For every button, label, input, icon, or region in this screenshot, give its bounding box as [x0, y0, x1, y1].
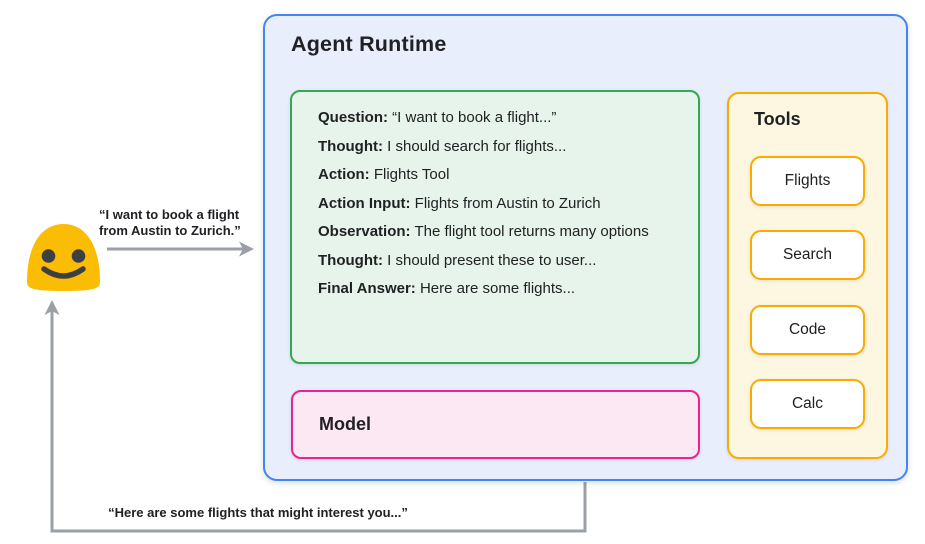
scratchpad-line: Thought: I should search for flights... — [318, 133, 680, 162]
scratchpad-line-label: Final Answer: — [318, 280, 416, 297]
scratchpad-line: Action: Flights Tool — [318, 161, 680, 190]
scratchpad-line: Final Answer: Here are some flights... — [318, 275, 680, 304]
user-request-line2: from Austin to Zurich.” — [99, 223, 241, 238]
scratchpad-line-label: Action: — [318, 166, 370, 183]
scratchpad-line: Action Input: Flights from Austin to Zur… — [318, 190, 680, 219]
user-request-line1: “I want to book a flight — [99, 207, 240, 222]
scratchpad-line: Question: “I want to book a flight...” — [318, 104, 680, 133]
scratchpad-line-label: Thought: — [318, 251, 383, 269]
tool-button-calc: Calc — [750, 379, 865, 429]
scratchpad-line-label: Question: — [318, 109, 388, 126]
scratchpad-line-label: Thought: — [318, 137, 383, 155]
tool-button-code: Code — [750, 305, 865, 355]
scratchpad-line: Thought: I should present these to user.… — [318, 247, 680, 276]
scratchpad-line-label: Observation: — [318, 223, 411, 240]
user-smiley-icon — [27, 224, 100, 291]
user-request-label: “I want to book a flight from Austin to … — [99, 207, 269, 239]
scratchpad-line-text: Here are some flights... — [419, 280, 576, 297]
tool-button-flights: Flights — [750, 156, 865, 206]
scratchpad-line: Observation: The flight tool returns man… — [318, 218, 680, 247]
scratchpad-line-text: Flights from Austin to Zurich — [414, 194, 601, 212]
tools-panel: Tools Flights Search Code Calc — [727, 92, 888, 459]
scratchpad-line-text: I should search for flights... — [387, 137, 567, 155]
model-label: Model — [319, 414, 371, 434]
model-box: Model — [291, 390, 700, 459]
agent-response-label: “Here are some flights that might intere… — [108, 505, 408, 520]
scratchpad-line-label: Action Input: — [318, 194, 411, 212]
agent-runtime-title: Agent Runtime — [291, 32, 447, 56]
react-scratchpad-box: Question: “I want to book a flight...” T… — [290, 90, 700, 364]
tool-button-search: Search — [750, 230, 865, 280]
scratchpad-line-text: “I want to book a flight...” — [392, 109, 557, 126]
scratchpad-line-text: Flights Tool — [373, 166, 450, 183]
scratchpad-line-text: I should present these to user... — [387, 251, 597, 269]
scratchpad-line-text: The flight tool returns many options — [414, 223, 649, 240]
agent-runtime-box: Agent Runtime Question: “I want to book … — [263, 14, 908, 481]
tools-title: Tools — [754, 109, 801, 129]
